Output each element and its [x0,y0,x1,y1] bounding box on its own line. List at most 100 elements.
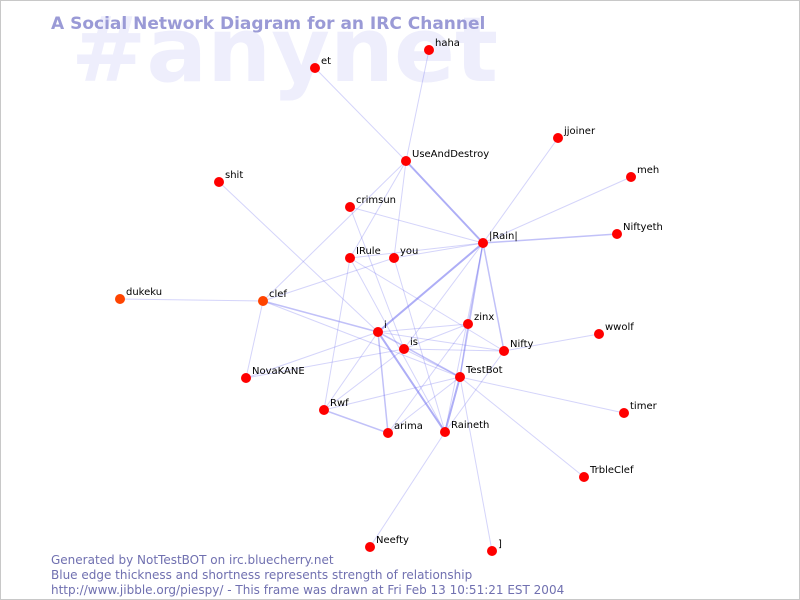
node-dot [619,408,629,418]
node-dot [383,428,393,438]
edge-i-Rwf [323,331,379,411]
edge-shit-i [218,181,379,333]
node-zinx: zinx [463,312,494,329]
node-label: NovaKANE [252,366,305,377]
node-haha: haha [424,38,460,55]
node-wwolf: wwolf [594,322,634,339]
node-Niftyeth: Niftyeth [612,222,663,239]
edge-you-clef [262,257,395,302]
node-label: Raineth [451,420,489,431]
node-label: |Rain| [489,231,518,242]
node-dot [115,294,125,304]
edge-i-NovaKANE [245,331,379,379]
edge-i-TestBot [377,331,461,378]
edge-Rain-zinx [467,242,484,325]
node-Raineth: Raineth [440,420,489,437]
node-label: you [400,246,418,257]
node-label: Neefty [376,535,409,546]
node-TrbleClef: TrbleClef [579,465,634,482]
node-et: et [310,56,331,73]
node-is: is [399,337,418,354]
footer: Generated by NotTestBOT on irc.bluecherr… [51,553,564,598]
node-label: TrbleClef [589,465,634,476]
edge-TestBot-timer [459,376,625,414]
edge-TestBot-TrbleClef [459,376,585,478]
node-NovaKANE: NovaKANE [241,366,305,383]
node-IRule: IRule [345,246,381,263]
edge-Rain-is [403,242,484,350]
node-dot [553,133,563,143]
edge-clef-TestBot [262,300,461,378]
node-Neefty: Neefty [365,535,409,552]
node-label: shit [225,170,243,181]
edge-IRule-Rain [349,242,484,259]
edge-TestBot-bracket [459,376,493,552]
node-label: wwolf [605,322,634,333]
edge-crimsun-is [349,206,405,350]
edge-UseAndDestroy-you [393,160,407,259]
node-label: arima [394,421,423,432]
node-dot [401,156,411,166]
edge-Rain-Nifty [482,242,505,352]
node-label: i [384,320,387,331]
node-crimsun: crimsun [345,195,396,212]
node-label: haha [435,38,460,49]
edge-i-zinx [377,323,469,333]
edge-i-arima [377,331,389,434]
edge-haha-UseAndDestroy [405,49,430,162]
node-bracket: ] [487,539,502,556]
node-dot [579,472,589,482]
node-label: TestBot [465,365,503,376]
node-label: is [410,337,418,348]
node-jjoiner: jjoiner [553,126,596,143]
edge-IRule-Raineth [349,257,446,433]
node-meh: meh [626,165,659,182]
edge-clef-NovaKANE [245,300,264,379]
edge-Rain-i [377,242,484,333]
node-label: et [321,56,331,67]
node-dot [424,45,434,55]
edge-you-Rain [393,242,484,259]
node-dot [373,327,383,337]
edge-is-Rwf [323,348,405,411]
node-label: UseAndDestroy [412,149,489,160]
edge-UseAndDestroy-Rain [405,160,484,244]
edge-wwolf-Nifty [503,333,600,352]
edge-zinx-TestBot [459,323,469,378]
node-timer: timer [619,401,658,418]
node-label: IRule [356,246,381,257]
edge-TestBot-Rwf [323,376,461,411]
edge-jjoiner-Rain [482,137,559,244]
edge-is-TestBot [403,348,461,378]
edge-meh-Rain [482,176,632,244]
footer-url-timestamp: http://www.jibble.org/piespy/ - This fra… [51,583,565,597]
node-label: meh [637,165,659,176]
edge-UseAndDestroy-clef [262,160,407,302]
edge-is-Nifty [403,348,505,352]
node-dot [499,346,509,356]
edge-is-NovaKANE [245,348,405,379]
node-label: crimsun [356,195,396,206]
edge-Rain-TestBot [459,242,484,378]
node-label: zinx [474,312,494,323]
node-dot [594,329,604,339]
node-label: Niftyeth [623,222,663,233]
node-dot [310,63,320,73]
edge-Niftyeth-Rain [482,233,618,244]
edge-Rain-Raineth [444,242,484,433]
node-dot [389,253,399,263]
node-dot [455,372,465,382]
edge-et-UseAndDestroy [314,67,407,162]
node-Nifty: Nifty [499,339,534,356]
node-dot [319,405,329,415]
node-dot [214,177,224,187]
edge-IRule-Nifty [349,257,505,352]
node-dot [345,202,355,212]
edge-Rwf-arima [323,409,389,434]
node-dot [258,296,268,306]
edge-i-Nifty [377,331,505,352]
node-label: jjoiner [563,126,596,137]
node-dukeku: dukeku [115,287,162,304]
